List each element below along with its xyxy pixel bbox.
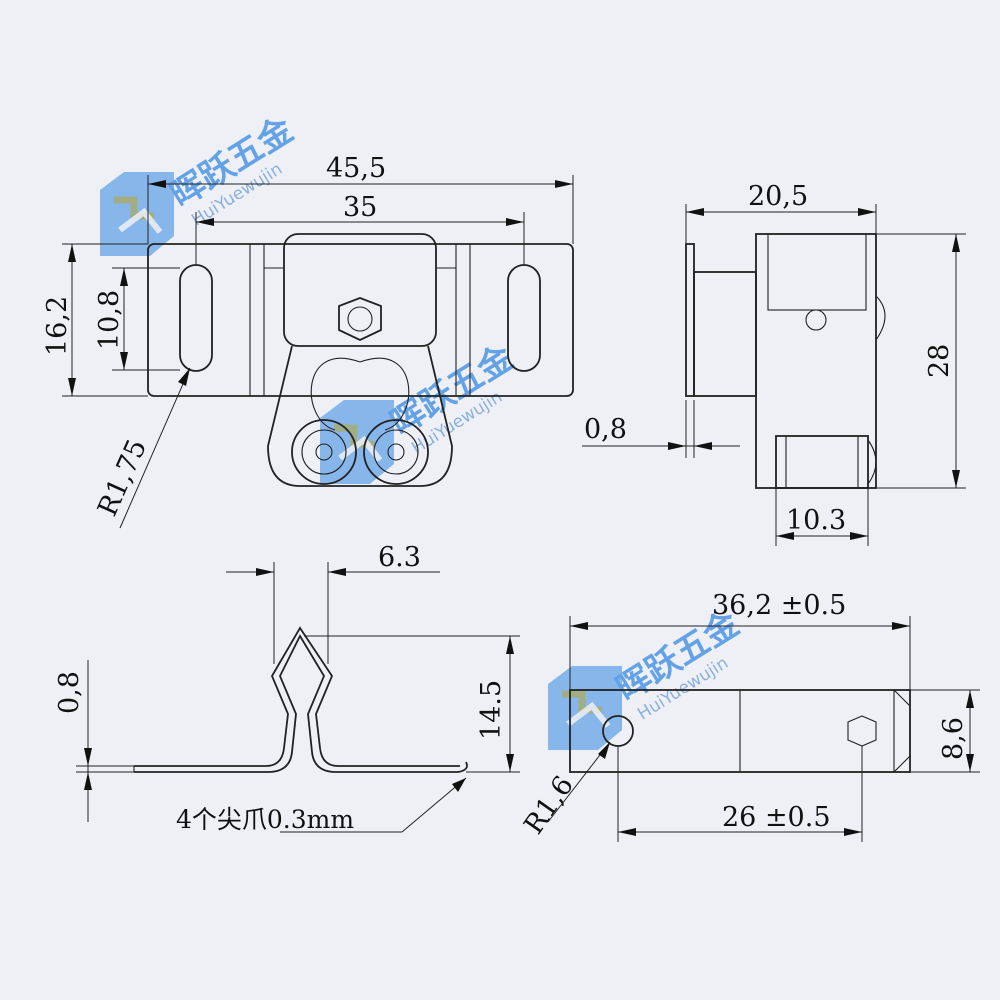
dim-side-width: 20,5: [748, 181, 808, 212]
spring-view: 6.3 14.5 0,8 4个尖爪0.3mm: [54, 542, 520, 834]
dim-side-height: 28: [924, 344, 955, 378]
dim-base-height: 16,2: [42, 296, 73, 356]
dim-spring-height: 14.5: [476, 680, 507, 740]
dim-strike-hole-spacing: 26 ±0.5: [722, 802, 831, 833]
dim-spring-thickness: 0,8: [54, 671, 85, 714]
dim-slot-radius: R1,75: [92, 435, 153, 521]
dim-overall-width: 45,5: [326, 153, 386, 184]
dim-strike-hole-radius: R1,6: [518, 770, 580, 840]
dim-slot-length: 10,8: [94, 290, 125, 350]
side-view: 20,5 28 0,8 10.3: [582, 181, 966, 546]
dim-spring-width: 6.3: [378, 542, 421, 573]
watermark-top: 晖跃五金 HuiYuewujin: [100, 109, 301, 256]
dim-roller-width: 10.3: [786, 505, 846, 536]
dim-strike-length: 36,2 ±0.5: [712, 590, 846, 621]
dim-hole-spacing: 35: [343, 192, 377, 223]
dim-strike-height: 8,6: [938, 717, 969, 760]
claw-note: 4个尖爪0.3mm: [176, 805, 354, 834]
dim-plate-thickness: 0,8: [584, 414, 627, 445]
